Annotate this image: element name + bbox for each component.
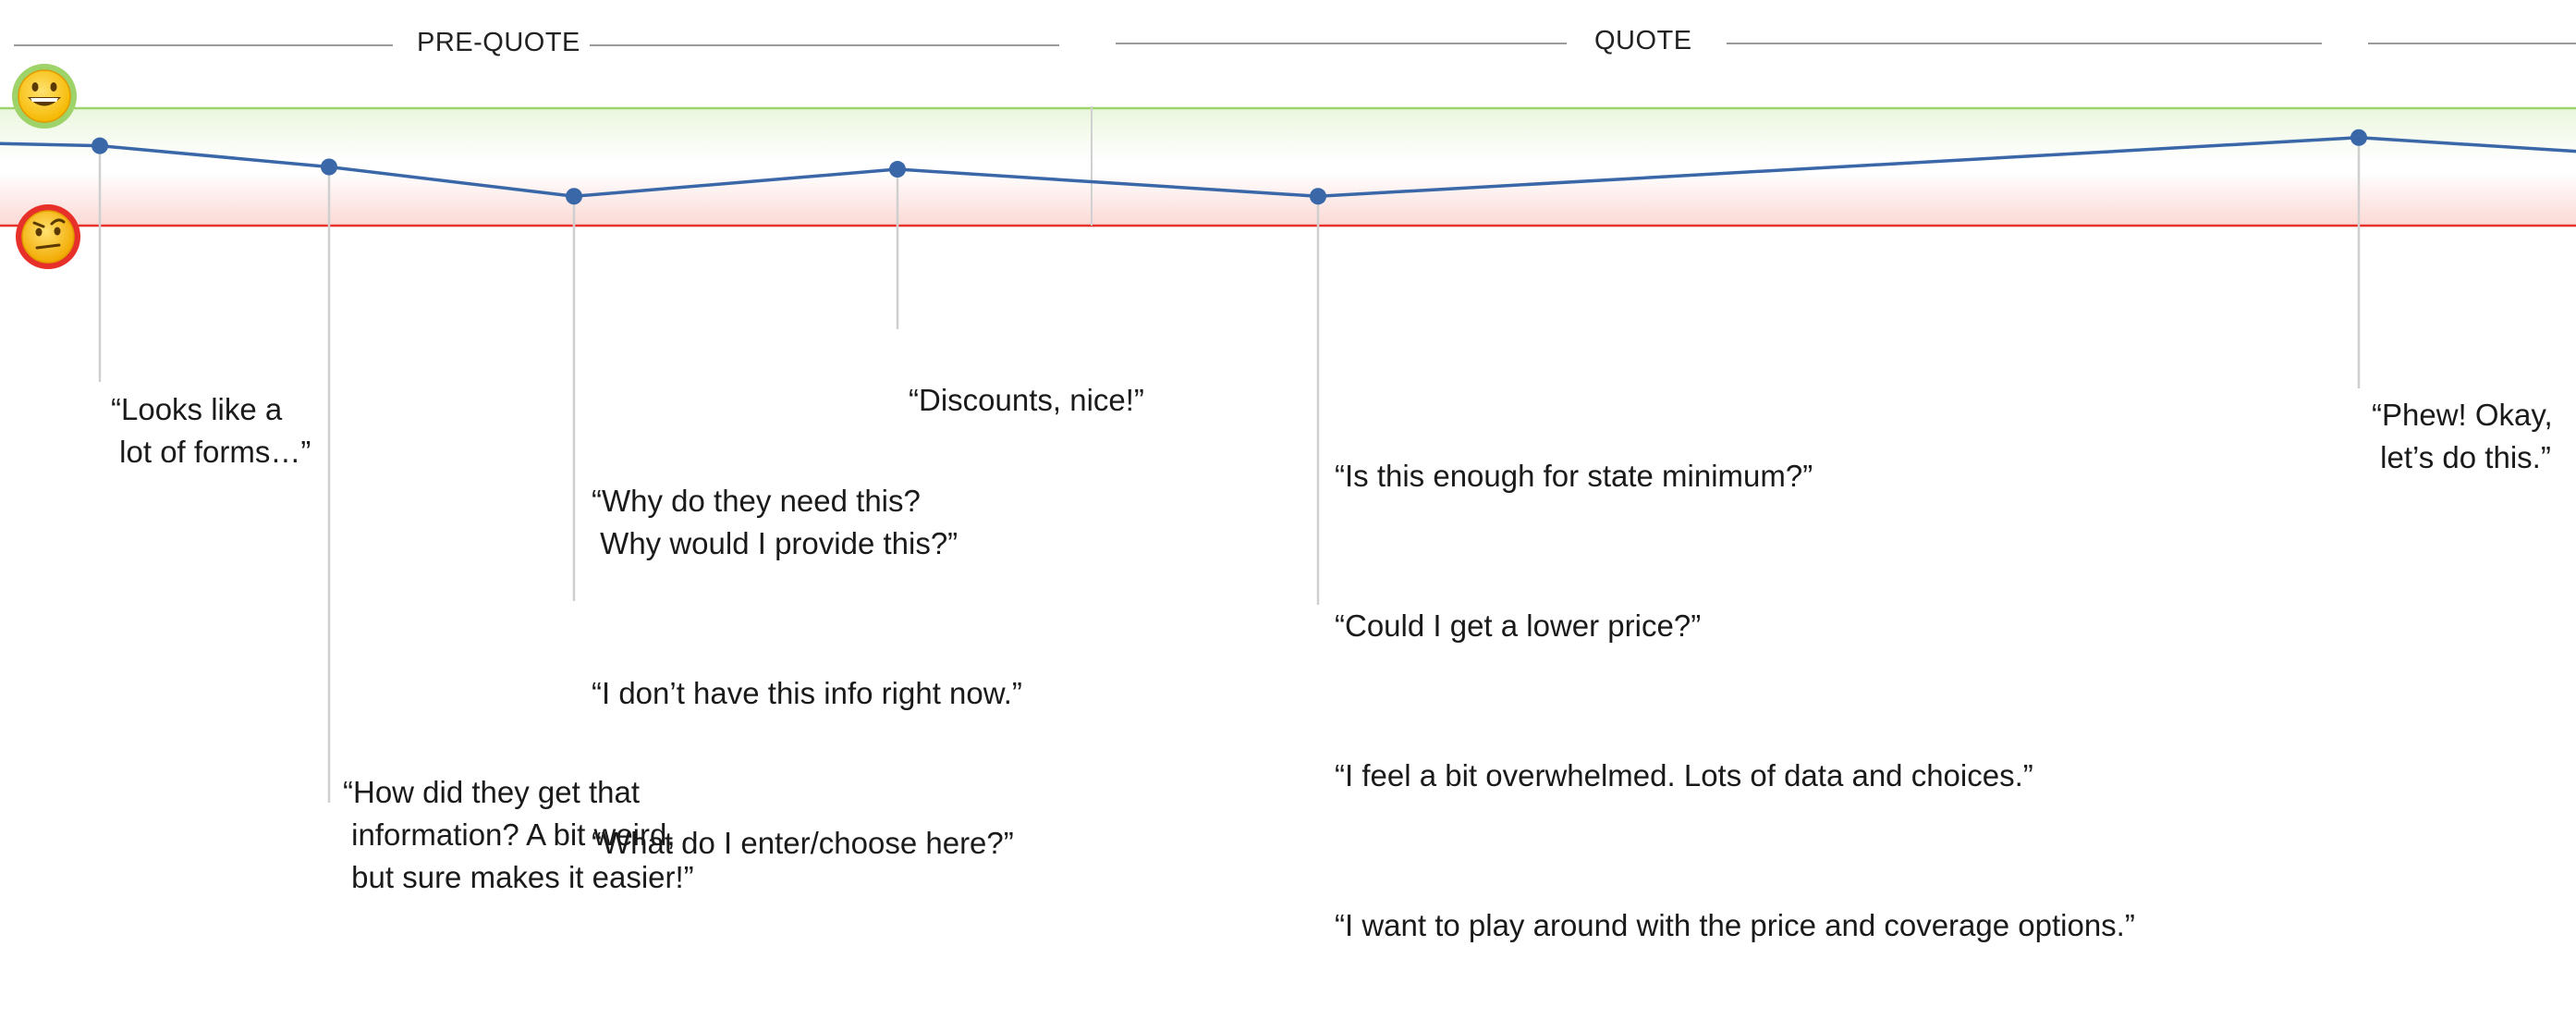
emotion-point — [566, 188, 582, 205]
grinning-face-icon — [12, 64, 77, 129]
quote-callout: “Phew! Okay, let’s do this.” — [2372, 309, 2553, 564]
emotion-journey-chart — [0, 43, 2576, 803]
emotion-point — [889, 161, 906, 178]
quote-text: “Phew! Okay, let’s do this.” — [2372, 398, 2553, 474]
quote-text: “Looks like a lot of forms…” — [111, 392, 311, 469]
emotion-line-layer — [0, 136, 2576, 198]
phase-label-pre-quote: PRE-QUOTE — [417, 28, 580, 57]
quote-text: “Discounts, nice!” — [909, 383, 1144, 417]
quote-callout: “Looks like a lot of forms…” — [111, 303, 311, 559]
quote-text: “What do I enter/choose here?” — [592, 826, 1014, 860]
journey-map: PRE-QUOTE QUOTE “Looks like a lot of for… — [0, 26, 2576, 942]
quote-leaders — [98, 137, 2361, 803]
quote-text: “Why do they need this? Why would I prov… — [592, 484, 958, 560]
quote-callout: “Discounts, nice!” — [909, 294, 1144, 507]
emotion-point — [1310, 188, 1326, 205]
quote-text: “I don’t have this info right now.” — [592, 676, 1022, 710]
quote-text: “Could I get a lower price?” — [1335, 608, 1702, 643]
raised-eyebrow-face-icon — [16, 204, 80, 269]
quote-text: “Is this enough for state minimum?” — [1335, 459, 1813, 493]
emotion-line — [0, 136, 2576, 198]
quote-text: “I feel a bit overwhelmed. Lots of data … — [1335, 758, 2033, 792]
emotion-point — [321, 158, 337, 176]
emotion-band — [0, 108, 2576, 226]
emotion-point — [2350, 129, 2367, 146]
quote-text: “I want to play around with the price an… — [1335, 908, 2135, 942]
emotion-point — [92, 137, 108, 154]
quote-callout: “Is this enough for state minimum?” “Cou… — [1335, 370, 2135, 1032]
emotion-point-layer — [92, 129, 2367, 205]
phase-label-quote: QUOTE — [1594, 26, 1692, 55]
